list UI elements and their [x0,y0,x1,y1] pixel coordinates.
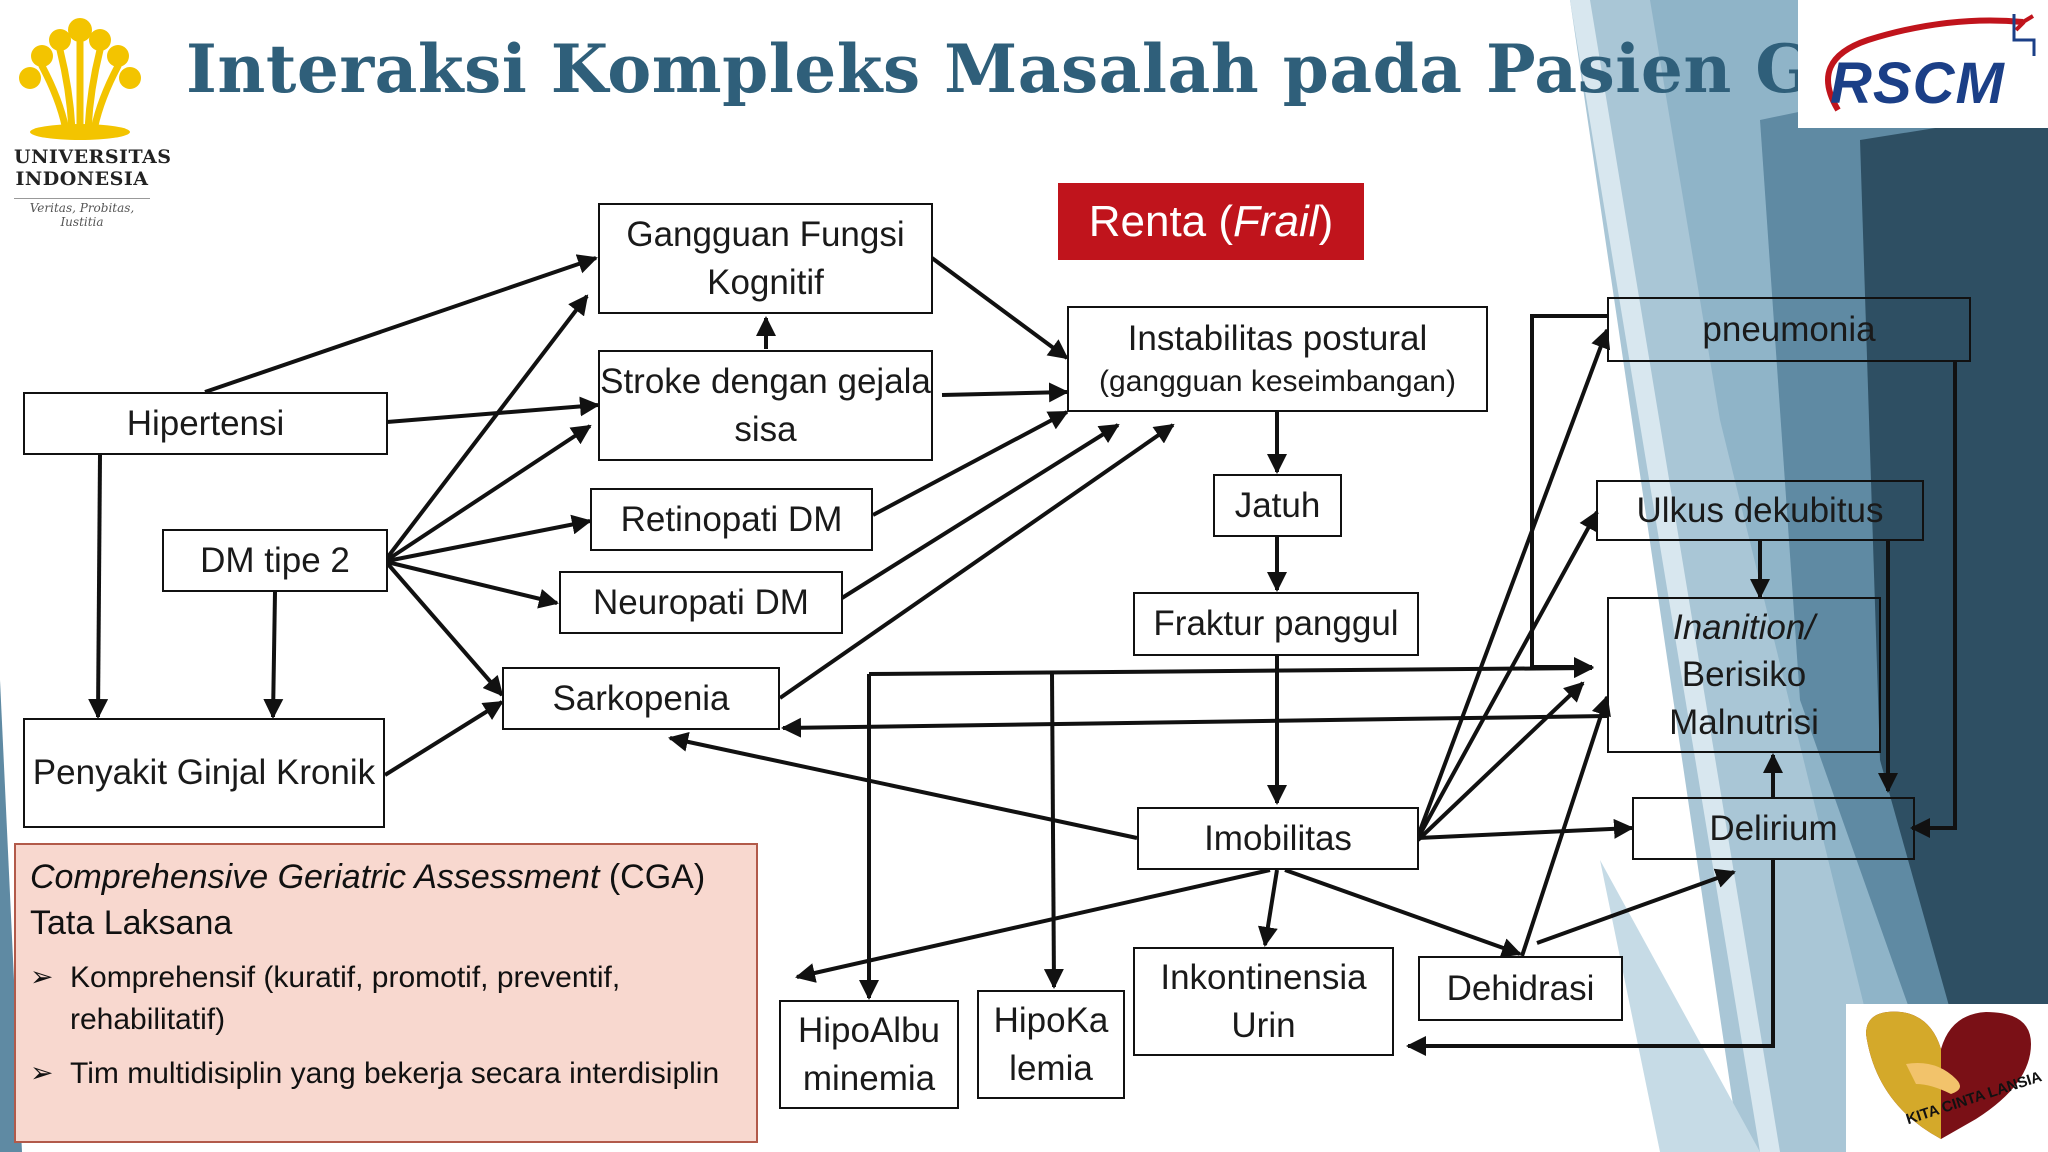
cga-bullet-1: ➢ Komprehensif (kuratif, promotif, preven… [30,957,742,1041]
arrow-dm-sarkopenia [385,561,504,697]
arrow-pneumonia-delirium [1910,362,1957,838]
ui-logo-line1: UNIVERSITAS [14,146,172,168]
arrow-imobilitas-ulkus [1416,510,1599,839]
node-inkontinensia-urin: Inkontinensia Urin [1133,947,1394,1056]
arrow-pneumonia-inanition [1530,314,1607,677]
rscm-swoosh-icon [1825,14,2036,112]
bg-stripe [1570,0,1780,1152]
arrow-delirium-inkontinensia [1406,860,1775,1056]
inanition-rest: Berisiko Malnutrisi [1669,655,1819,742]
node-dm-tipe-2: DM tipe 2 [162,529,388,592]
node-jatuh: Jatuh [1213,474,1342,537]
arrow-retinopati-instabilitas [872,410,1069,517]
arrow-dm-ginjal [263,591,284,719]
arrow-bullet-icon: ➢ [30,1056,54,1088]
arrow-dehidrasi-inanition [1520,695,1611,957]
ui-emblem-icon [19,18,141,140]
arrow-inanition-sarkopenia [781,714,1608,738]
arrow-dehidrasi-delirium [1536,868,1736,945]
cga-title: Comprehensive Geriatric Assessment (CGA) [30,855,742,901]
bg-shape-corner [1600,860,1760,1152]
cga-title-italic: Comprehensive Geriatric Assessment [30,858,600,896]
node-pneumonia: pneumonia [1607,297,1971,362]
slide-title: Interaksi Kompleks Masalah pada Pasien G… [186,30,2048,108]
arrow-sarkopenia-instabilitas [778,423,1175,700]
arrow-dm-retinopati [386,514,592,563]
rscm-logo-text: RSCM [1830,51,2005,116]
node-dehidrasi: Dehidrasi [1418,956,1623,1021]
node-retinopati: Retinopati DM [590,488,873,551]
cga-bullet-2: ➢ Tim multidisiplin yang bekerja secara i… [30,1053,742,1095]
node-fraktur-panggul: Fraktur panggul [1133,592,1419,656]
arrow-imobilitas-hipoalbu [795,868,1271,983]
arrow-kognitif-instabilitas [930,256,1069,360]
node-instabilitas-postural: Instabilitas postural (gangguan keseimba… [1067,306,1488,412]
renta-close: ) [1318,196,1334,246]
cga-panel: Comprehensive Geriatric Assessment (CGA)… [14,843,758,1143]
node-kognitif: Gangguan Fungsi Kognitif [598,203,933,314]
node-penyakit-ginjal-kronik: Penyakit Ginjal Kronik [23,718,385,828]
node-hipoalbuminemia: HipoAlbu minemia [779,1000,959,1109]
arrow-dm-neuropati [386,560,559,609]
node-hipokalemia: HipoKa lemia [977,990,1125,1099]
node-imobilitas: Imobilitas [1137,807,1419,870]
arrow-hipertensi-ginjal [88,454,109,719]
arrow-imobilitas-inkontinensia [1257,869,1279,947]
arrow-imobilitas-sarkopenia [668,731,1138,840]
cga-title-rest: (CGA) [599,858,706,896]
arrow-ginjal-sarkopenia [383,700,504,777]
arrow-imobilitas-inanition [1416,681,1585,842]
arrow-neuropati-instabilitas [840,423,1120,600]
cga-subtitle: Tata Laksana [30,903,233,942]
universitas-indonesia-logo: UNIVERSITAS INDONESIA Veritas, Probitas,… [0,0,172,230]
renta-frail-italic: Frail [1233,196,1319,246]
renta-frail-label: Renta (Frail) [1058,183,1364,260]
kita-cinta-lansia-logo: KITA CINTA LANSIA [1846,1004,2048,1152]
inanition-italic: Inanition/ [1672,608,1816,648]
renta-label: Renta ( [1088,196,1234,246]
node-sarkopenia: Sarkopenia [502,667,780,730]
cga-bullet-1-text: Komprehensif (kuratif, promotif, prevent… [70,960,621,1036]
node-delirium: Delirium [1632,797,1915,860]
arrow-hipertensi-stroke [386,396,600,424]
arrow-dm-kognitif [385,294,589,560]
arrow-imobilitas-pneumonia [1416,328,1611,837]
cga-bullet-2-text: Tim multidisiplin yang bekerja secara in… [70,1056,720,1090]
rscm-logo: RSCM [1798,0,2048,128]
ui-logo-motto: Veritas, Probitas, Iustitia [14,198,150,229]
node-neuropati: Neuropati DM [559,571,843,634]
instabilitas-line1: Instabilitas postural [1127,319,1428,359]
arrow-dm-stroke [385,424,592,562]
heart-hands-icon [1866,1011,2031,1139]
instabilitas-line2: (gangguan keseimbangan) [1099,365,1456,399]
node-ulkus-dekubitus: Ulkus dekubitus [1596,480,1924,541]
arrow-to-hipoka [1043,673,1064,989]
arrow-stroke-instabilitas [941,382,1069,403]
arrow-hipertensi-kognitif [204,254,598,394]
cga-bullet-list: ➢ Komprehensif (kuratif, promotif, preven… [30,957,742,1095]
node-inanition: Inanition/ Berisiko Malnutrisi [1607,597,1881,753]
arrow-line-to-inanition [868,658,1594,679]
node-stroke: Stroke dengan gejala sisa [598,350,933,461]
ui-logo-line2: INDONESIA [15,168,149,190]
arrow-imobilitas-delirium [1417,818,1634,840]
node-hipertensi: Hipertensi [23,392,388,455]
arrow-imobilitas-dehidrasi [1284,868,1522,958]
arrow-bullet-icon: ➢ [30,960,54,992]
